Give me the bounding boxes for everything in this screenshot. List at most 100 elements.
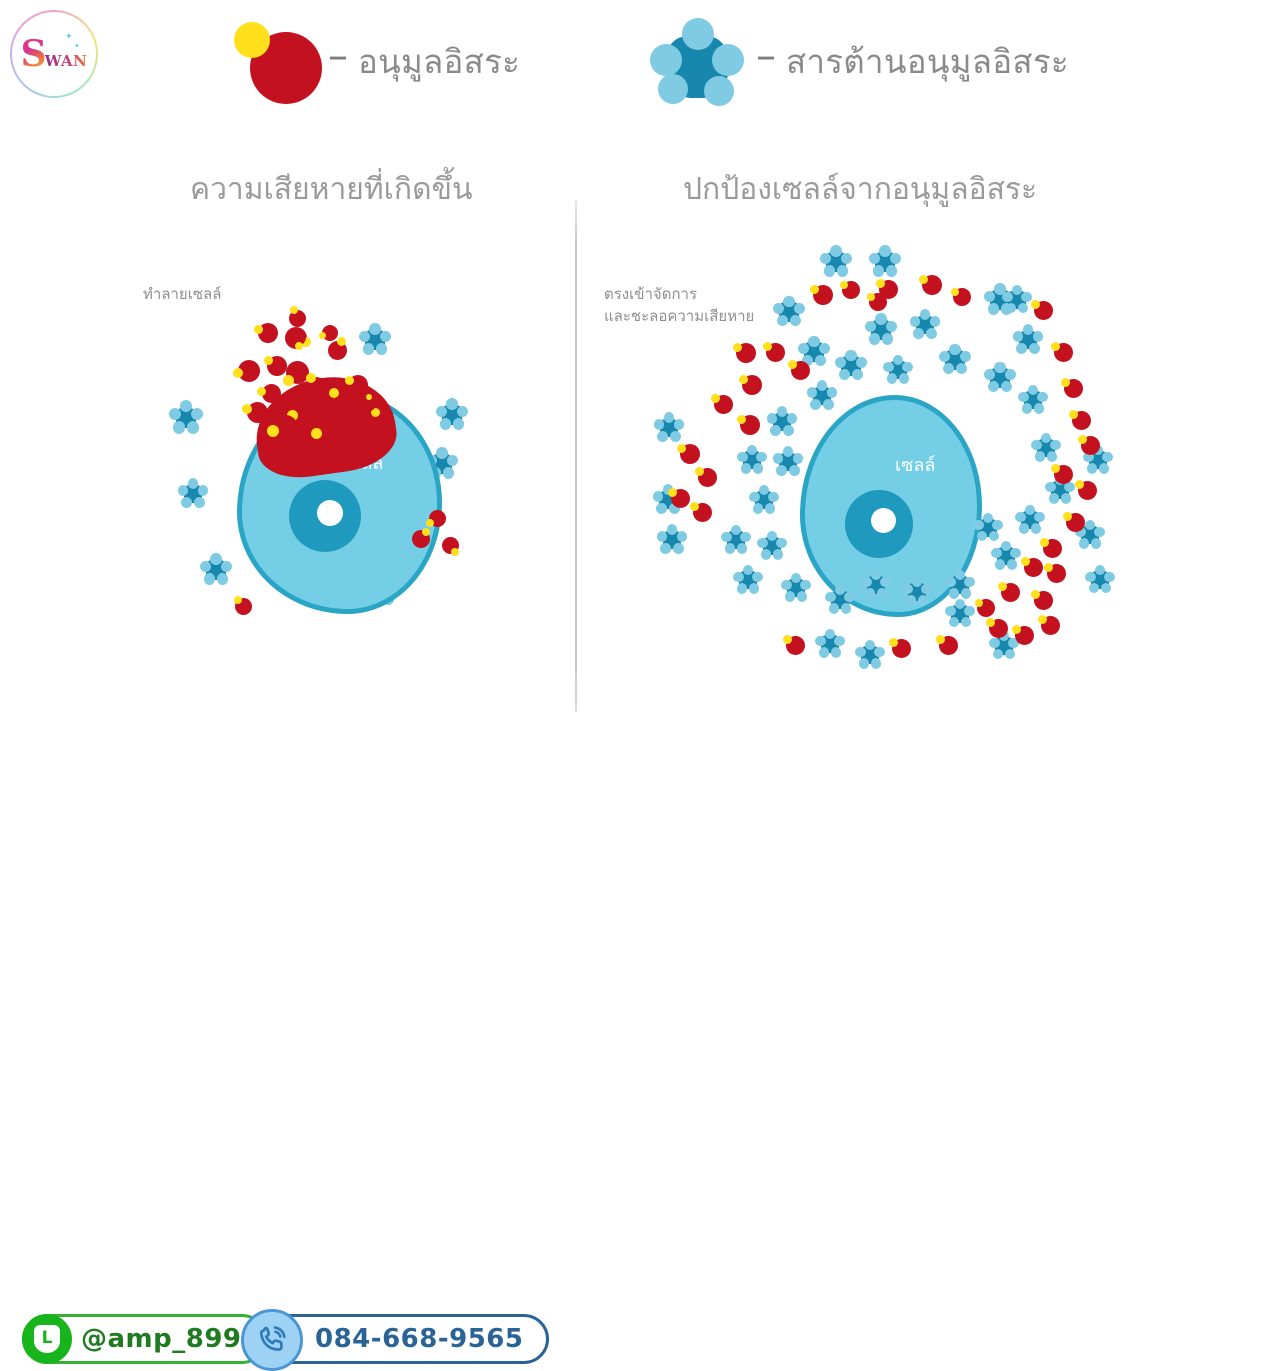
antioxidant-molecule — [1045, 474, 1076, 506]
free-radical-molecule — [1043, 563, 1066, 583]
free-radical-molecule — [935, 635, 958, 655]
antioxidant-molecule — [984, 361, 1017, 395]
antioxidant-molecule — [733, 564, 764, 596]
antioxidant-molecule — [199, 553, 233, 587]
free-radical-molecule — [284, 392, 308, 422]
free-radical-molecule — [362, 394, 376, 411]
caption-protection-line1: ตรงเข้าจัดการ — [604, 285, 698, 303]
antioxidant-molecule — [973, 513, 1003, 543]
sparkle-icon: ✦ — [74, 42, 80, 50]
legend-item-antioxidant: – สารต้านอนุมูลอิสระ — [644, 18, 1069, 106]
antioxidant-molecule — [168, 400, 204, 436]
antioxidant-molecule — [1031, 432, 1062, 464]
free-radical-molecule — [305, 373, 327, 399]
legend-label-free-radical: อนุมูลอิสระ — [358, 41, 521, 81]
free-radical-molecule — [733, 342, 756, 363]
free-radical-molecule — [241, 401, 268, 423]
antioxidant-molecule — [749, 484, 780, 516]
antioxidant-molecule — [991, 540, 1022, 572]
free-radical-molecule — [985, 618, 1008, 638]
antioxidant-molecule — [798, 335, 831, 369]
cell-label-right: เซลล์ — [895, 455, 936, 476]
cell-nucleus — [845, 490, 913, 558]
free-radical-molecule — [320, 388, 342, 415]
antioxidant-molecule — [1002, 285, 1032, 315]
logo-inner-disc — [12, 12, 96, 96]
free-radical-molecule — [810, 284, 833, 305]
antioxidant-molecule — [902, 576, 933, 608]
free-radical-icon — [228, 18, 322, 104]
caption-damage: ทำลายเซลล์ — [143, 284, 221, 306]
line-id-label: @amp_899 — [81, 1324, 242, 1354]
free-radical-molecule — [1050, 464, 1073, 484]
antioxidant-molecule — [766, 406, 798, 438]
line-contact-button[interactable]: L @amp_899 — [22, 1314, 267, 1364]
antioxidant-molecule — [1018, 384, 1049, 416]
free-radical-molecule — [1037, 615, 1060, 635]
free-radical-molecule — [344, 375, 368, 395]
infographic-canvas: ✦ ✦ S WAN – อนุมูลอิสระ – สารต้านอนุมูลอ… — [0, 10, 1280, 1371]
legend-dash: – — [756, 33, 776, 79]
panel-title-protection: ปกป้องเซลล์จากอนุมูลอิสระ — [683, 172, 1038, 207]
free-radical-molecule — [997, 582, 1020, 602]
antioxidant-molecule — [909, 309, 941, 341]
cell-nucleolus — [316, 499, 343, 526]
antioxidant-molecule — [945, 569, 976, 601]
free-radical-molecule — [288, 328, 306, 350]
logo-letters-wan: WAN — [44, 52, 88, 70]
free-radical-molecule — [318, 325, 338, 341]
brand-logo: ✦ ✦ S WAN — [10, 10, 98, 98]
legend-dash: – — [328, 33, 348, 79]
antioxidant-molecule — [1085, 565, 1115, 595]
antioxidant-molecule — [819, 245, 853, 279]
antioxidant-molecule — [868, 245, 902, 279]
free-radical-molecule — [710, 394, 733, 414]
antioxidant-molecule — [815, 628, 846, 660]
logo-wordmark: S WAN — [21, 36, 88, 72]
antioxidant-molecule — [435, 398, 469, 432]
antioxidant-molecule — [883, 354, 914, 386]
free-radical-molecule — [426, 509, 446, 527]
free-radical-molecule — [1060, 378, 1083, 398]
caption-protection: ตรงเข้าจัดการ และชะลอความเสียหาย — [604, 284, 754, 328]
caption-protection-line2: และชะลอความเสียหาย — [604, 306, 755, 325]
free-radical-molecule — [1030, 590, 1053, 610]
free-radical-molecule — [739, 374, 762, 395]
free-radical-molecule — [1062, 512, 1085, 532]
antioxidant-molecule — [835, 349, 868, 383]
free-radical-molecule — [762, 342, 785, 362]
phone-number-label: 084-668-9565 — [315, 1324, 524, 1354]
free-radical-molecule — [310, 411, 334, 439]
free-radical-molecule — [233, 595, 252, 615]
free-radical-molecule — [264, 355, 287, 376]
legend-label-antioxidant: สารต้านอนุมูลอิสระ — [786, 41, 1069, 81]
antioxidant-molecule — [825, 584, 856, 616]
free-radical-molecule — [694, 467, 717, 487]
antioxidant-molecule — [737, 444, 768, 476]
free-radical-molecule — [1050, 342, 1073, 362]
antioxidant-molecule — [721, 524, 752, 556]
antioxidant-molecule — [358, 323, 392, 357]
free-radical-molecule — [412, 527, 431, 548]
free-radical-molecule — [866, 292, 887, 311]
free-radical-molecule — [1039, 538, 1062, 558]
legend-item-free-radical: – อนุมูลอิสระ — [228, 18, 520, 104]
free-radical-molecule — [1020, 557, 1043, 577]
antioxidant-molecule — [772, 446, 804, 478]
panel-divider — [575, 200, 577, 712]
antioxidant-molecule — [945, 599, 975, 629]
free-radical-molecule — [267, 414, 298, 440]
free-radical-molecule — [1068, 410, 1091, 430]
free-radical-molecule — [689, 502, 712, 522]
free-radical-molecule — [288, 306, 306, 327]
free-radical-molecule — [1011, 625, 1034, 645]
antioxidant-molecule — [855, 639, 886, 671]
sparkle-icon: ✦ — [65, 32, 73, 42]
free-radical-molecule — [233, 360, 260, 382]
free-radical-molecule — [787, 360, 810, 380]
free-radical-molecule — [839, 280, 860, 299]
phone-contact-button[interactable]: 084-668-9565 — [241, 1309, 549, 1371]
free-radical-molecule — [677, 443, 700, 464]
contact-footer: L @amp_899 084-668-9565 — [0, 648, 1280, 1371]
free-radical-molecule — [782, 635, 805, 655]
